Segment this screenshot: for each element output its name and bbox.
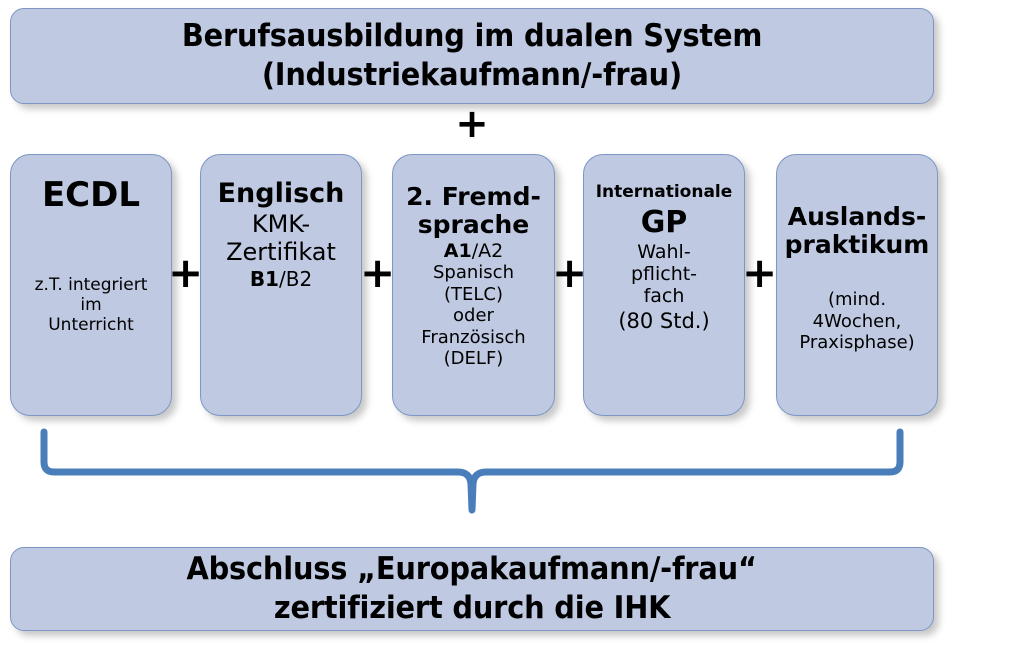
module-level-zweite-fremdsprache-rest: /A2 [471,240,504,262]
curly-brace-path [40,428,904,514]
module-level-zweite-fremdsprache: A1/A2 [444,240,503,262]
module-sub-internationale-gp: Wahl- pflicht- fach [630,240,698,307]
module-title-auslandspraktikum: Auslands- praktikum [784,202,930,259]
module-note-internationale-gp: (80 Std.) [618,308,710,333]
module-eyebrow-internationale-gp: Internationale [595,182,733,202]
top-title-line-1: Berufsausbildung im dualen System [181,17,763,54]
module-box-ecdl: ECDL z.T. integriert im Unterricht [10,154,172,416]
top-title-box: Berufsausbildung im dualen System (Indus… [10,8,934,104]
top-title-line-2: (Industriekaufmann/-frau) [261,57,683,93]
module-level-zweite-fremdsprache-bold: A1 [443,240,472,262]
module-title-englisch: Englisch [217,178,345,209]
plus-sign-2: + [360,248,396,297]
module-level-englisch-rest: /B2 [278,267,313,292]
module-box-internationale-gp: Internationale GP Wahl- pflicht- fach (8… [583,154,745,416]
result-box: Abschluss „Europakaufmann/-frau“ zertifi… [10,547,934,631]
plus-sign-4: + [742,248,778,297]
module-note-ecdl: z.T. integriert im Unterricht [34,275,148,335]
curly-brace [40,428,904,514]
result-line-1: Abschluss „Europakaufmann/-frau“ [186,550,758,587]
module-box-englisch: Englisch KMK- Zertifikat B1/B2 [200,154,362,416]
module-level-englisch-bold: B1 [249,267,279,292]
module-box-zweite-fremdsprache: 2. Fremd- sprache A1/A2 Spanisch (TELC) … [392,154,555,416]
module-title-zweite-fremdsprache: 2. Fremd- sprache [406,182,541,239]
module-sub-englisch: KMK- Zertifikat [226,209,336,266]
plus-sign-top: + [455,101,489,147]
module-title-ecdl: ECDL [41,175,141,215]
module-note-auslandspraktikum: (mind. 4Wochen, Praxisphase) [799,289,915,354]
plus-sign-3: + [552,248,588,297]
module-note-zweite-fremdsprache: Spanisch (TELC) oder Französisch (DELF) [421,262,526,370]
module-level-englisch: B1/B2 [250,268,312,291]
module-box-auslandspraktikum: Auslands- praktikum (mind. 4Wochen, Prax… [776,154,938,416]
result-line-2: zertifiziert durch die IHK [273,590,671,626]
module-title-internationale-gp: GP [640,204,688,240]
plus-sign-1: + [168,248,204,297]
